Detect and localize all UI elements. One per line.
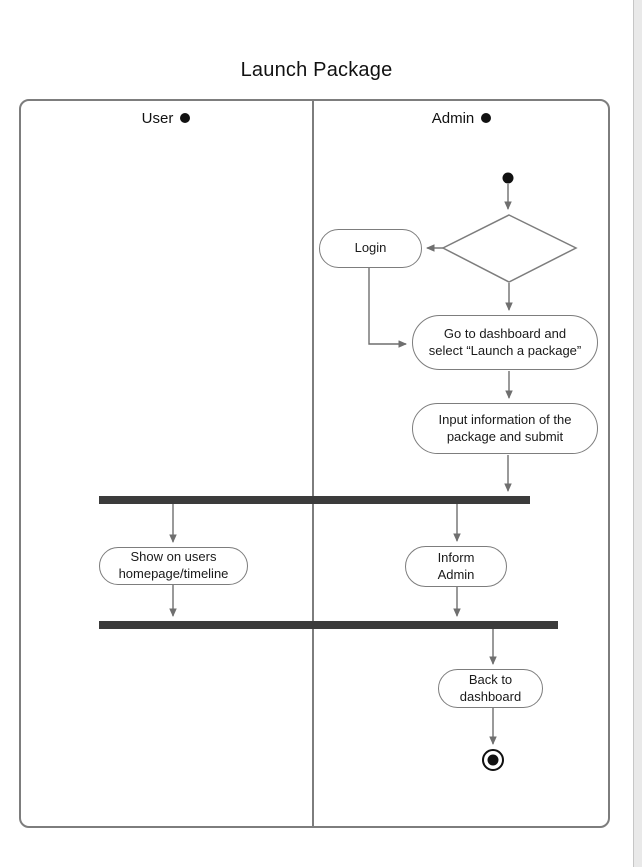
join-bar [99,621,558,629]
activity-go-to-dashboard: Go to dashboard and select “Launch a pac… [412,315,598,370]
activity-show-on-homepage: Show on users homepage/timeline [99,547,248,585]
lane-divider [312,100,314,827]
activity-input-information: Input information of the package and sub… [412,403,598,454]
initial-node [502,172,514,184]
page-edge-strip [633,0,642,867]
activity-inform-admin: Inform Admin [405,546,507,587]
lane-user-label: User [141,109,174,127]
lane-user-dot-icon [180,113,191,123]
decision-diamond [441,214,578,283]
final-node-core [487,754,499,766]
fork-bar [99,496,530,504]
page-title: Launch Package [240,59,393,81]
swimlane-frame [19,99,610,828]
lane-header-user: User [19,108,313,128]
activity-login: Login [319,229,422,268]
arrow-login-to-dashboard [368,268,407,348]
lane-admin-dot-icon [481,113,492,123]
activity-back-to-dashboard: Back to dashboard [438,669,543,708]
lane-header-admin: Admin [313,108,610,128]
lane-admin-label: Admin [431,109,475,127]
